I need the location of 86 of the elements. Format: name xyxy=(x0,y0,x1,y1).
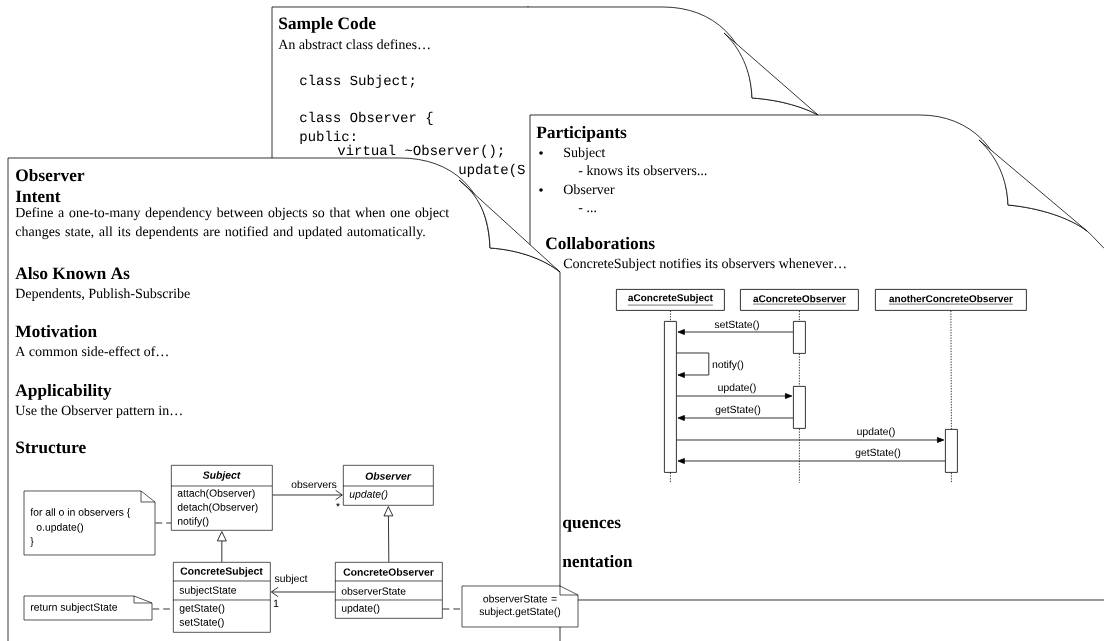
class-box xyxy=(170,465,273,531)
lifeline-head: anotherConcreteObserver xyxy=(875,289,1027,311)
edge-label: observers xyxy=(290,479,338,489)
multiplicity-label: 1 xyxy=(273,599,279,607)
activation-bar xyxy=(793,321,806,354)
heading: Participants xyxy=(536,125,627,142)
lifeline xyxy=(950,310,952,430)
class-box xyxy=(342,465,434,506)
multiplicity-label: * xyxy=(336,502,340,507)
list-item: Observer xyxy=(563,184,615,195)
operation: getState() xyxy=(179,604,225,614)
class-name: ConcreteObserver xyxy=(343,568,434,576)
operation: detach(Observer) xyxy=(177,503,258,513)
activation-bar xyxy=(664,321,677,473)
code-line: update(S xyxy=(459,163,525,177)
lifeline xyxy=(951,472,952,484)
class-name: Observer xyxy=(365,472,412,480)
message-arrow xyxy=(676,437,945,443)
operation: setState() xyxy=(179,618,224,628)
operation: attach(Observer) xyxy=(177,489,255,499)
lifeline xyxy=(799,353,800,387)
edge-label: subject xyxy=(273,573,309,585)
list-item: - ... xyxy=(578,208,596,213)
edge-label: setState() xyxy=(713,319,761,331)
edge-label: notify() xyxy=(711,359,745,371)
inheritance-arrow xyxy=(216,531,227,563)
class-name: ConcreteSubject xyxy=(180,567,263,577)
note-text: for all o in observers { xyxy=(30,508,131,518)
heading: quences xyxy=(563,519,621,532)
class-box xyxy=(172,562,271,633)
operation: update() xyxy=(341,604,380,614)
heading: Motivation xyxy=(15,324,97,338)
body-text: Dependents, Publish-Subscribe xyxy=(15,288,190,301)
heading: Also Known As xyxy=(15,266,130,280)
attribute: subjectState xyxy=(179,586,237,596)
message-arrow xyxy=(677,329,794,335)
lifeline xyxy=(670,472,671,484)
heading: Structure xyxy=(16,441,86,454)
lifeline xyxy=(670,310,671,322)
heading: nentation xyxy=(562,554,633,568)
message-arrow xyxy=(676,393,793,399)
body-text: A common side-effect of… xyxy=(15,346,168,357)
lifeline-head: aConcreteSubject xyxy=(616,289,725,311)
edge-label: update() xyxy=(855,426,897,438)
class-box xyxy=(334,562,443,619)
code-line: public: xyxy=(300,130,355,144)
activation-bar xyxy=(793,386,806,429)
body-text: ConcreteSubject notifies its observers whenever… xyxy=(563,258,846,271)
title: Observer xyxy=(16,168,85,182)
note-text: } xyxy=(30,537,34,547)
heading: Intent xyxy=(15,190,61,203)
heading: Collaborations xyxy=(546,236,655,250)
list-item: Subject xyxy=(564,147,606,160)
note xyxy=(461,585,579,628)
self-message-arrow xyxy=(676,352,710,378)
association-arrow xyxy=(272,489,343,501)
code-line: class Subject; xyxy=(300,74,414,88)
activation-bar xyxy=(945,429,958,473)
code-line: class Observer { xyxy=(300,111,433,125)
lifeline xyxy=(799,310,800,322)
message-arrow xyxy=(677,415,794,421)
body-text: Use the Observer pattern in… xyxy=(15,405,182,418)
body-text: Define a one-to-many dependency between objects so that when one object changes state, all its dependents are notified and updated automatically. xyxy=(15,207,450,240)
operation: update() xyxy=(349,490,388,500)
attribute: observerState xyxy=(341,587,406,595)
note xyxy=(23,595,153,621)
heading: Sample Code xyxy=(279,16,376,33)
heading: Applicability xyxy=(15,383,112,400)
note-text: return subjectState xyxy=(30,603,118,613)
note xyxy=(23,490,156,556)
note-text: o.update() xyxy=(36,523,84,533)
association-arrow xyxy=(270,586,336,598)
edge-label: update() xyxy=(716,382,758,394)
edge-label: getState() xyxy=(854,447,902,459)
code-line: virtual ~Observer(); xyxy=(337,144,503,158)
lifeline xyxy=(799,428,800,484)
edge-label: getState() xyxy=(714,404,762,416)
inheritance-arrow xyxy=(383,506,394,563)
list-item: - knows its observers... xyxy=(578,165,707,176)
operation: notify() xyxy=(177,517,209,527)
body-text: An abstract class defines… xyxy=(278,39,430,50)
note-text: observerState = subject.getState() xyxy=(479,594,561,618)
class-name: Subject xyxy=(202,471,241,481)
lifeline-head: aConcreteObserver xyxy=(740,289,859,311)
message-arrow xyxy=(677,458,946,464)
leader-line xyxy=(442,608,463,610)
